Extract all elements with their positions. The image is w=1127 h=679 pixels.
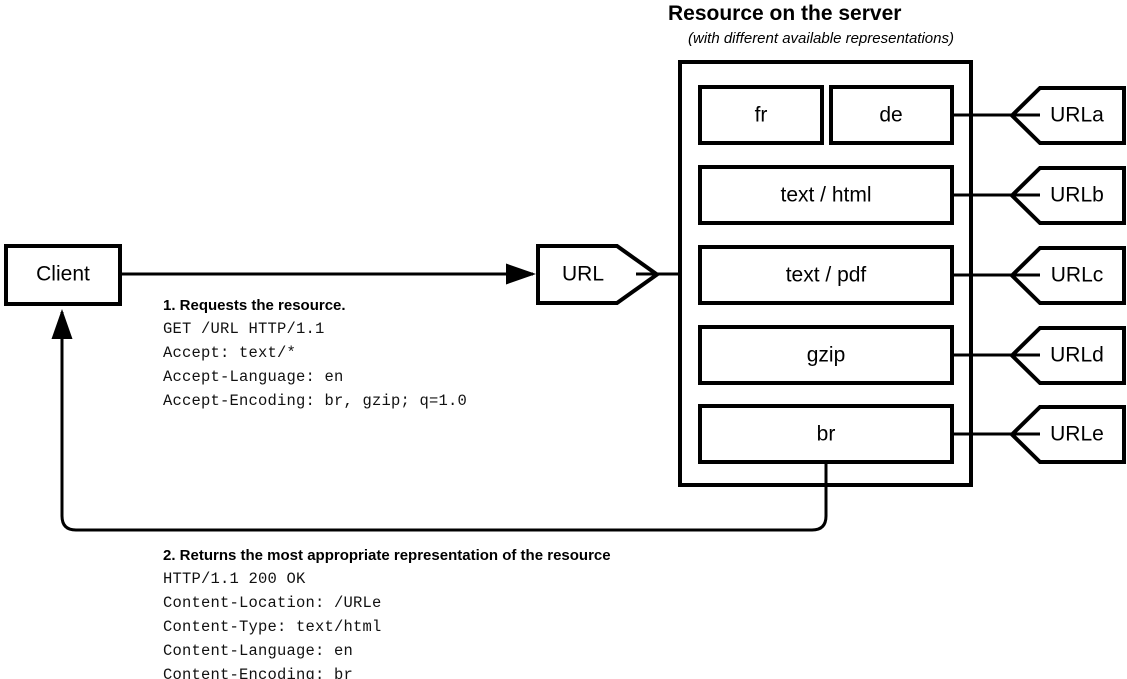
url-shape-urld <box>1009 326 1126 385</box>
response-note-line-3: Content-Type: text/html <box>163 618 382 636</box>
request-note-line-4: Accept-Encoding: br, gzip; q=1.0 <box>163 392 468 410</box>
request-note-line-3: Accept-Language: en <box>163 368 344 386</box>
representation-box-text-pdf <box>698 245 954 305</box>
url-label-urld: URLd <box>1050 344 1104 367</box>
url-label-urlc: URLc <box>1051 264 1104 287</box>
url-shape-urle <box>1009 405 1126 464</box>
representation-label-text-html: text / html <box>780 184 871 207</box>
representation-label-text-pdf: text / pdf <box>786 264 867 287</box>
response-note-title: 2. Returns the most appropriate represen… <box>163 547 611 564</box>
server-title: Resource on the server <box>668 2 902 25</box>
response-note: 2. Returns the most appropriate represen… <box>163 545 611 679</box>
representation-box-gzip <box>698 325 954 385</box>
client-label: Client <box>36 263 90 286</box>
representation-label-fr: fr <box>755 104 768 127</box>
request-note-title: 1. Requests the resource. <box>163 297 346 314</box>
url-label-urlb: URLb <box>1050 184 1104 207</box>
request-note: 1. Requests the resource. GET /URL HTTP/… <box>163 295 467 413</box>
url-node-shape <box>536 244 661 305</box>
representation-box-fr <box>698 85 824 145</box>
response-note-line-1: HTTP/1.1 200 OK <box>163 570 306 588</box>
client-box <box>4 244 122 306</box>
url-label-urla: URLa <box>1050 104 1104 127</box>
response-note-line-4: Content-Language: en <box>163 642 354 660</box>
request-note-line-1: GET /URL HTTP/1.1 <box>163 320 325 338</box>
url-shape-urlc <box>1009 246 1126 305</box>
request-note-line-2: Accept: text/* <box>163 344 297 362</box>
server-subtitle: (with different available representation… <box>688 30 954 47</box>
response-note-line-2: Content-Location: /URLe <box>163 594 382 612</box>
response-note-line-5: Content-Encoding: br <box>163 666 354 679</box>
representation-label-de: de <box>879 104 902 127</box>
response-path <box>51 309 828 532</box>
url-shape-urla <box>1009 86 1126 145</box>
url-node-label: URL <box>562 263 604 286</box>
representation-label-br: br <box>817 423 836 446</box>
url-shape-urlb <box>1009 166 1126 225</box>
representation-box-de <box>829 85 954 145</box>
url-label-urle: URLe <box>1050 423 1104 446</box>
representation-label-gzip: gzip <box>807 344 846 367</box>
representation-box-text-html <box>698 165 954 225</box>
